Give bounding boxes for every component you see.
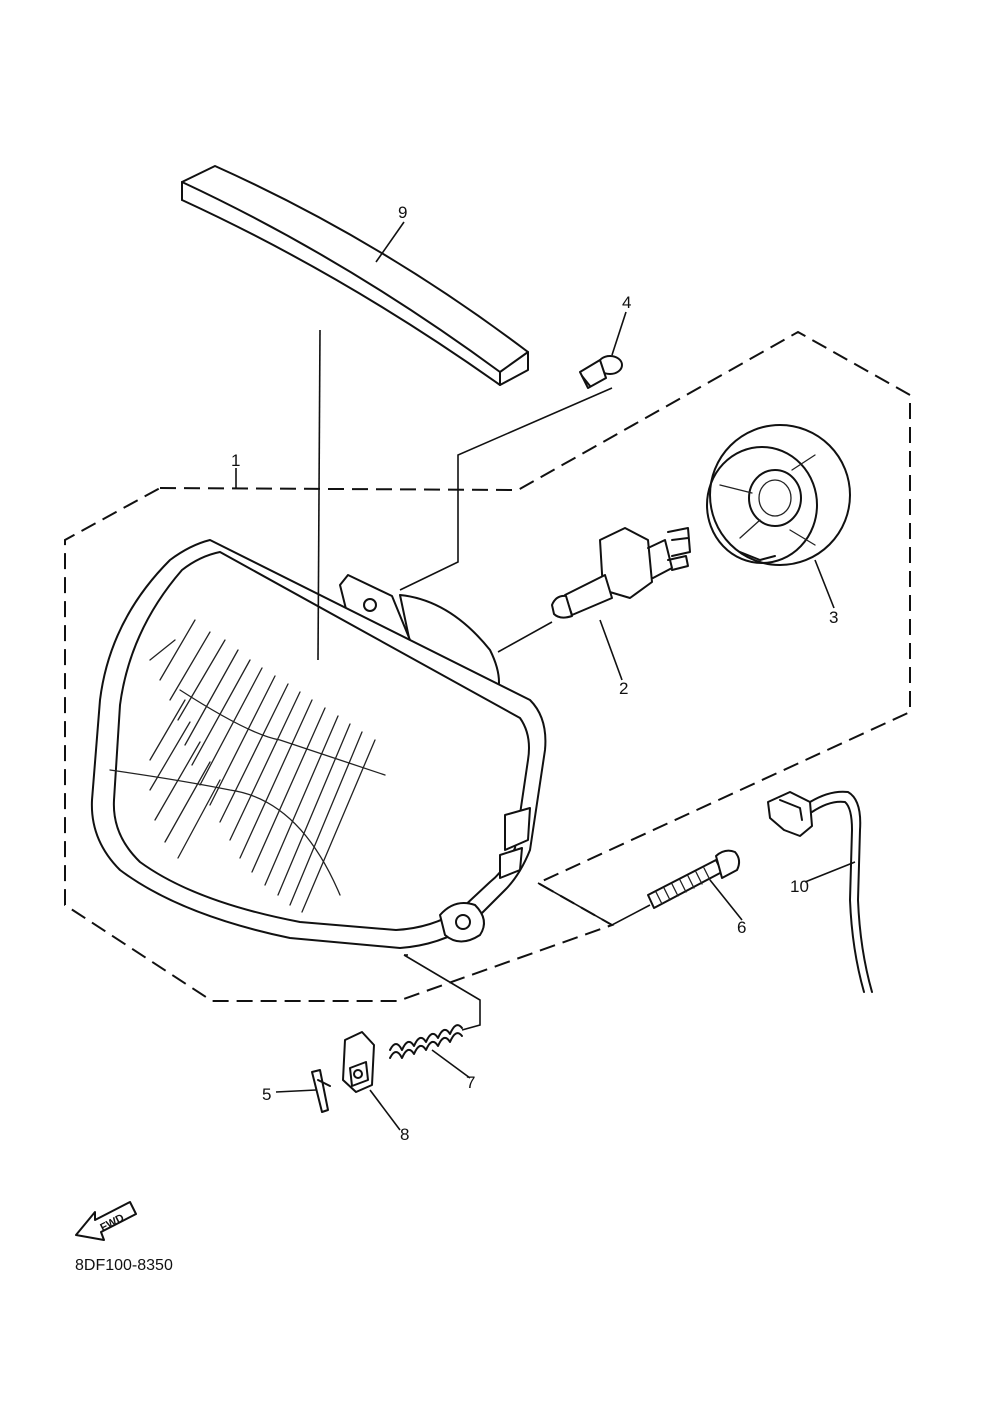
callout-2: 2 (619, 679, 628, 698)
callout-5: 5 (262, 1085, 271, 1104)
callout-10: 10 (790, 877, 809, 896)
part-6-adjusting-screw (647, 849, 741, 909)
part-1-headlight (90, 539, 547, 949)
callout-8: 8 (400, 1125, 409, 1144)
callout-7: 7 (466, 1073, 475, 1092)
callout-9: 9 (398, 203, 407, 222)
callout-labels: 1 2 3 4 5 6 7 8 9 10 (231, 203, 838, 1144)
part-8-nut-clip (342, 1031, 375, 1093)
fwd-arrow: FWD (75, 1201, 137, 1241)
callout-3: 3 (829, 608, 838, 627)
part-7-spring (389, 1024, 463, 1059)
part-2-bulb (551, 527, 691, 619)
leader-lines (235, 221, 856, 1131)
part-5-clip (311, 1069, 331, 1113)
callout-6: 6 (737, 918, 746, 937)
part-10-socket-wire (767, 790, 873, 993)
part-4-screw (579, 355, 623, 389)
part-3-cover (706, 424, 851, 566)
callout-4: 4 (622, 293, 631, 312)
assembly-boundary (64, 330, 911, 1002)
diagram-code: 8DF100-8350 (75, 1257, 173, 1274)
callout-1: 1 (231, 451, 240, 470)
part-9-trim-strip (181, 165, 529, 386)
